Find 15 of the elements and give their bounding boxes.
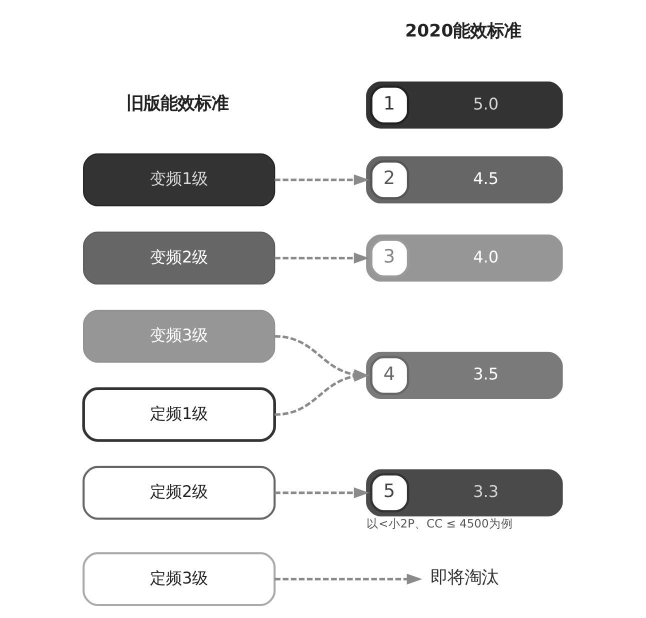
node-box: 定频3级 xyxy=(82,552,276,606)
arrow xyxy=(274,574,422,584)
node-label: 以<小2P、CC ≤ 4500为例 xyxy=(366,516,512,530)
node-box: 变频2级 xyxy=(82,232,275,285)
arrow xyxy=(274,174,369,186)
node-box: 定频1级 xyxy=(82,387,276,442)
arrow xyxy=(274,252,369,264)
arrow xyxy=(274,370,369,416)
node-box: 变频1级 xyxy=(82,153,275,206)
label: 2020能效标准 xyxy=(404,22,521,42)
node-text: 即将淘汰 xyxy=(430,568,498,588)
node-box: 变频3级 xyxy=(82,310,275,363)
node-box: 定频2级 xyxy=(82,466,276,520)
label: 旧版能效标准 xyxy=(126,94,228,114)
arrow xyxy=(274,487,369,498)
